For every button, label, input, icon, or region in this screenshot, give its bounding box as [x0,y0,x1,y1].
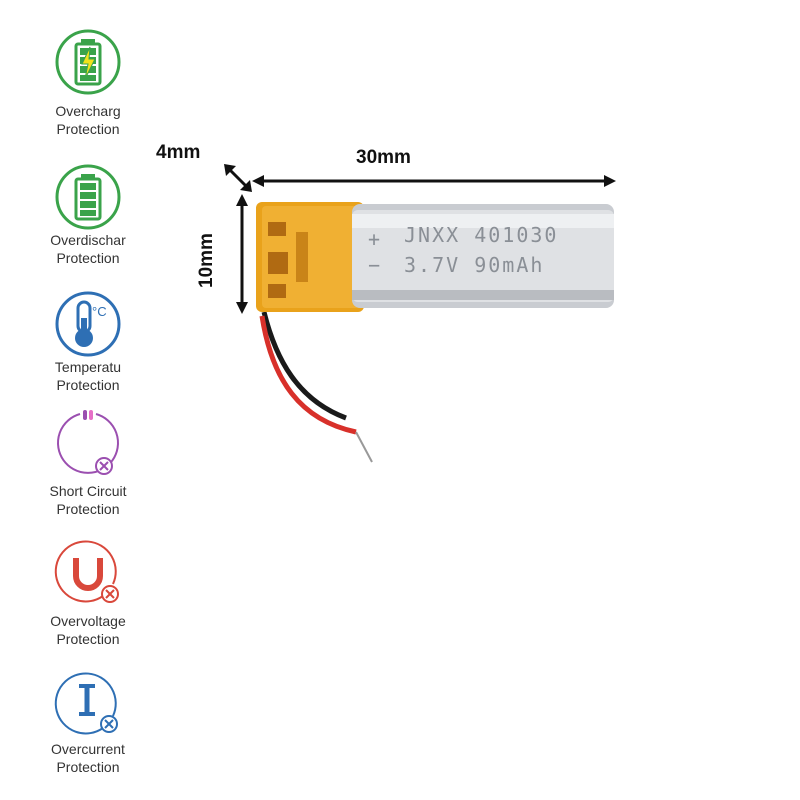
cell-line1-text: JNXX 401030 [404,223,558,247]
thickness-arrow [224,164,252,192]
feature-overvoltage: Overvoltage Protection [30,538,146,648]
black-wire [261,311,347,421]
short-circuit-icon [57,410,119,475]
protection-board [256,202,364,312]
feature-overdischarge: Overdischar Protection [30,163,146,267]
width-dimension-label: 10mm [196,233,217,288]
feature-label-line2: Protection [56,631,120,647]
cell-line1-sign: + [368,227,382,251]
length-dimension-label: 30mm [356,147,411,168]
feature-label-line1: Overvoltage [50,613,126,629]
feature-overcharge: Overcharg Protection [30,28,146,138]
feature-label-line2: Protection [56,250,120,266]
feature-label-line1: Temperatu [54,359,122,375]
feature-temperature: °C Temperatu Protection [30,290,146,394]
length-arrow [252,175,616,187]
battery-charging-icon [55,29,121,95]
feature-label-line2: Protection [56,121,120,137]
feature-label-line1: Overcharg [55,103,121,119]
protection-features-list: Overcharg Protection Overdischar Protect… [0,0,160,800]
voltage-u-icon [54,540,119,603]
temp-unit-text: °C [92,304,107,319]
cell-line2-text: 3.7V 90mAh [404,253,544,277]
cell-body [352,204,614,308]
feature-label-line1: Overdischar [50,232,126,248]
current-i-icon [54,672,118,735]
feature-label-line2: Protection [56,377,120,393]
cell-line2-sign: − [368,253,382,277]
battery-full-icon [55,164,121,230]
feature-label-line2: Protection [56,759,120,775]
thickness-dimension-label: 4mm [156,142,201,163]
feature-label-line1: Overcurrent [51,741,125,757]
feature-overcurrent: Overcurrent Protection [30,668,146,776]
feature-label-line2: Protection [56,501,120,517]
wire-tip [355,431,373,463]
thermometer-icon: °C [55,291,121,357]
feature-short-circuit: Short Circuit Protection [30,404,146,518]
red-wire [259,315,357,435]
width-arrow [236,194,248,314]
feature-label-line1: Short Circuit [49,483,127,499]
